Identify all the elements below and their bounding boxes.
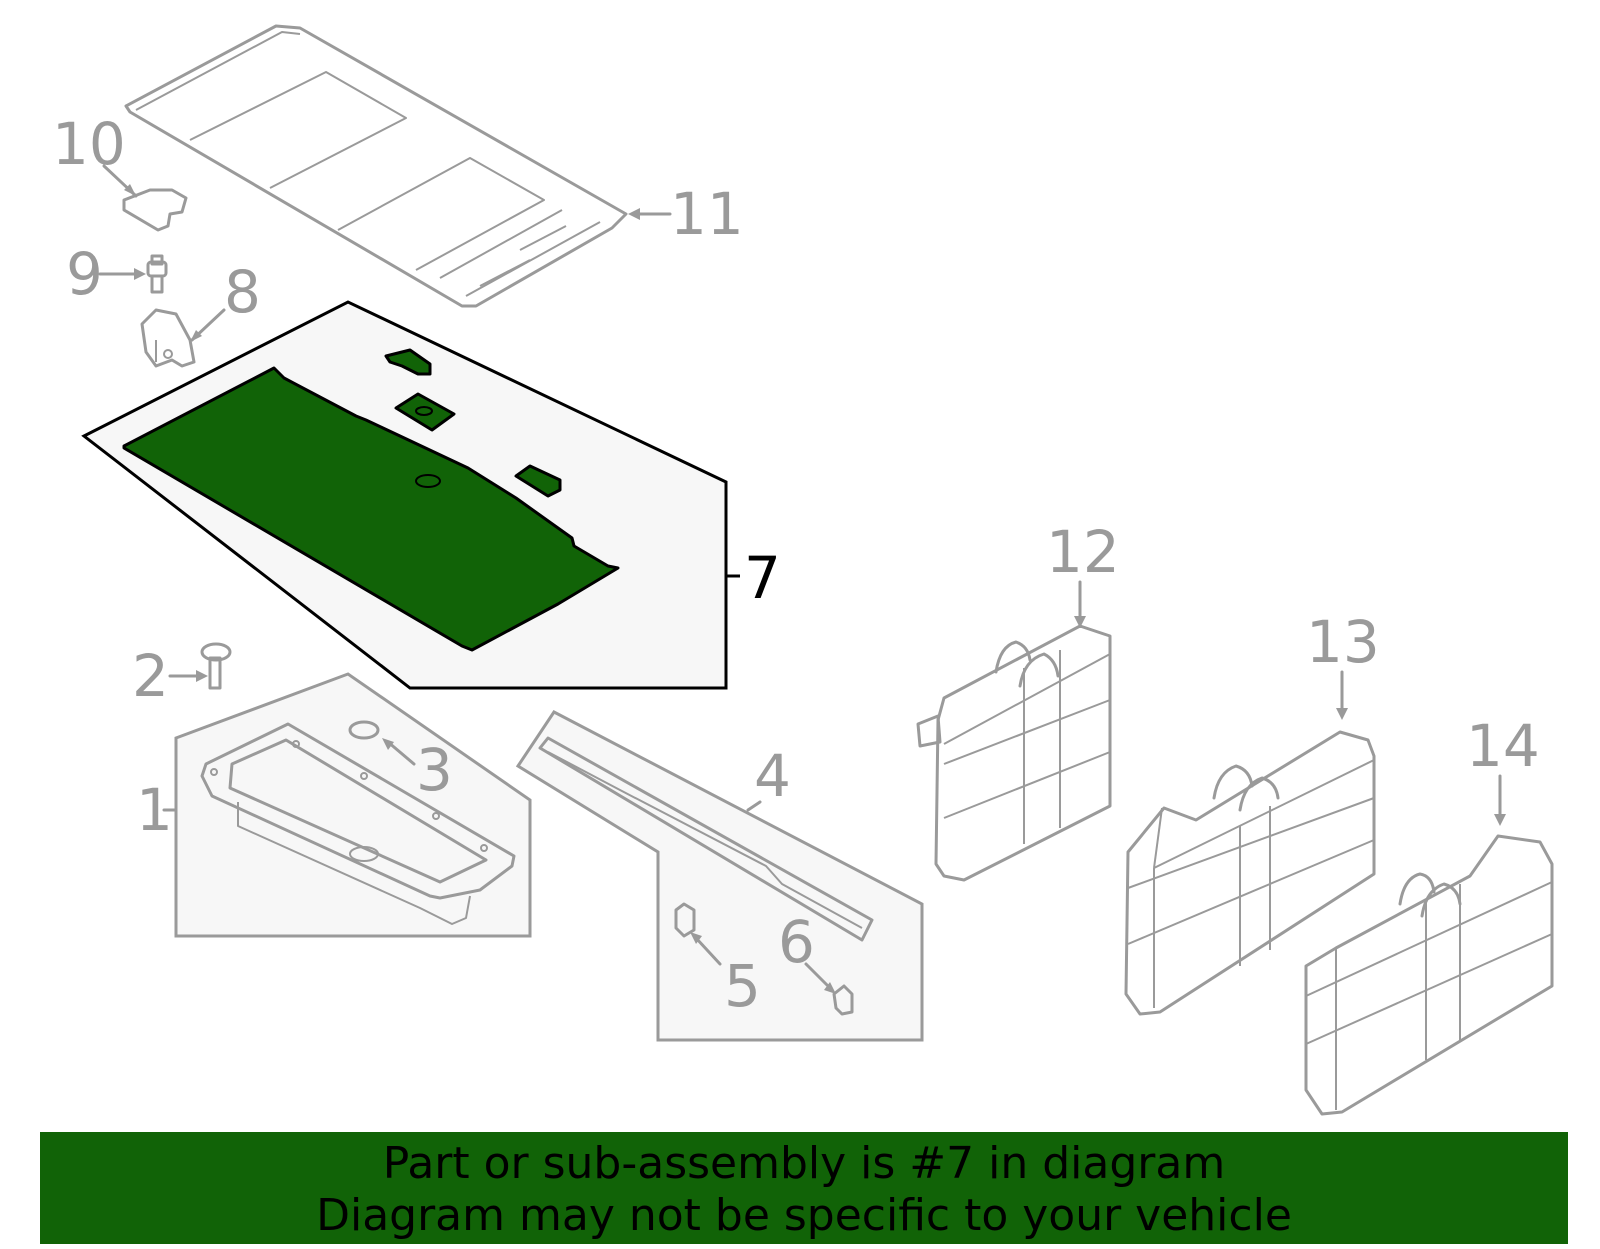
part-7-clip-a <box>384 348 432 376</box>
part-8-clip[interactable] <box>140 308 226 368</box>
callout-7[interactable]: 7 <box>744 544 781 612</box>
part-3-grommet <box>348 720 380 740</box>
footer-notice-banner: Part or sub-assembly is #7 in diagram Di… <box>40 1132 1568 1244</box>
callout-12[interactable]: 12 <box>1046 518 1120 586</box>
footer-line-part-number: Part or sub-assembly is #7 in diagram <box>382 1138 1226 1189</box>
footer-line-disclaimer: Diagram may not be specific to your vehi… <box>316 1190 1292 1241</box>
callout-9[interactable]: 9 <box>66 240 103 308</box>
callout-6[interactable]: 6 <box>778 908 815 976</box>
callout-4[interactable]: 4 <box>754 742 791 810</box>
part-9-bolt[interactable] <box>98 254 168 294</box>
part-7-pad-b <box>394 392 456 432</box>
part-14-seat-back[interactable] <box>1304 774 1554 1116</box>
part-1-storage-tray[interactable] <box>162 672 532 938</box>
part-5-clip <box>674 902 696 938</box>
part-7-load-floor-panel <box>122 366 620 652</box>
part-12-seat-pad[interactable] <box>916 580 1112 882</box>
part-2-bolt[interactable] <box>168 642 232 690</box>
callout-10[interactable]: 10 <box>52 110 126 178</box>
callout-11[interactable]: 11 <box>670 180 744 248</box>
callout-3[interactable]: 3 <box>416 736 453 804</box>
part-7-clip-c <box>514 464 562 498</box>
callout-14[interactable]: 14 <box>1466 712 1540 780</box>
part-7-assembly-box[interactable] <box>81 300 740 690</box>
part-6-clip <box>832 984 854 1016</box>
part-13-seat-back[interactable] <box>1124 670 1376 1016</box>
part-10-bracket[interactable] <box>102 164 188 232</box>
part-11-cargo-floor-panel[interactable] <box>124 24 628 308</box>
callout-5[interactable]: 5 <box>724 952 761 1020</box>
callout-13[interactable]: 13 <box>1306 608 1380 676</box>
callout-1[interactable]: 1 <box>136 776 173 844</box>
callout-8[interactable]: 8 <box>224 258 261 326</box>
callout-2[interactable]: 2 <box>132 642 169 710</box>
part-4-sill-trim[interactable] <box>515 710 924 1042</box>
